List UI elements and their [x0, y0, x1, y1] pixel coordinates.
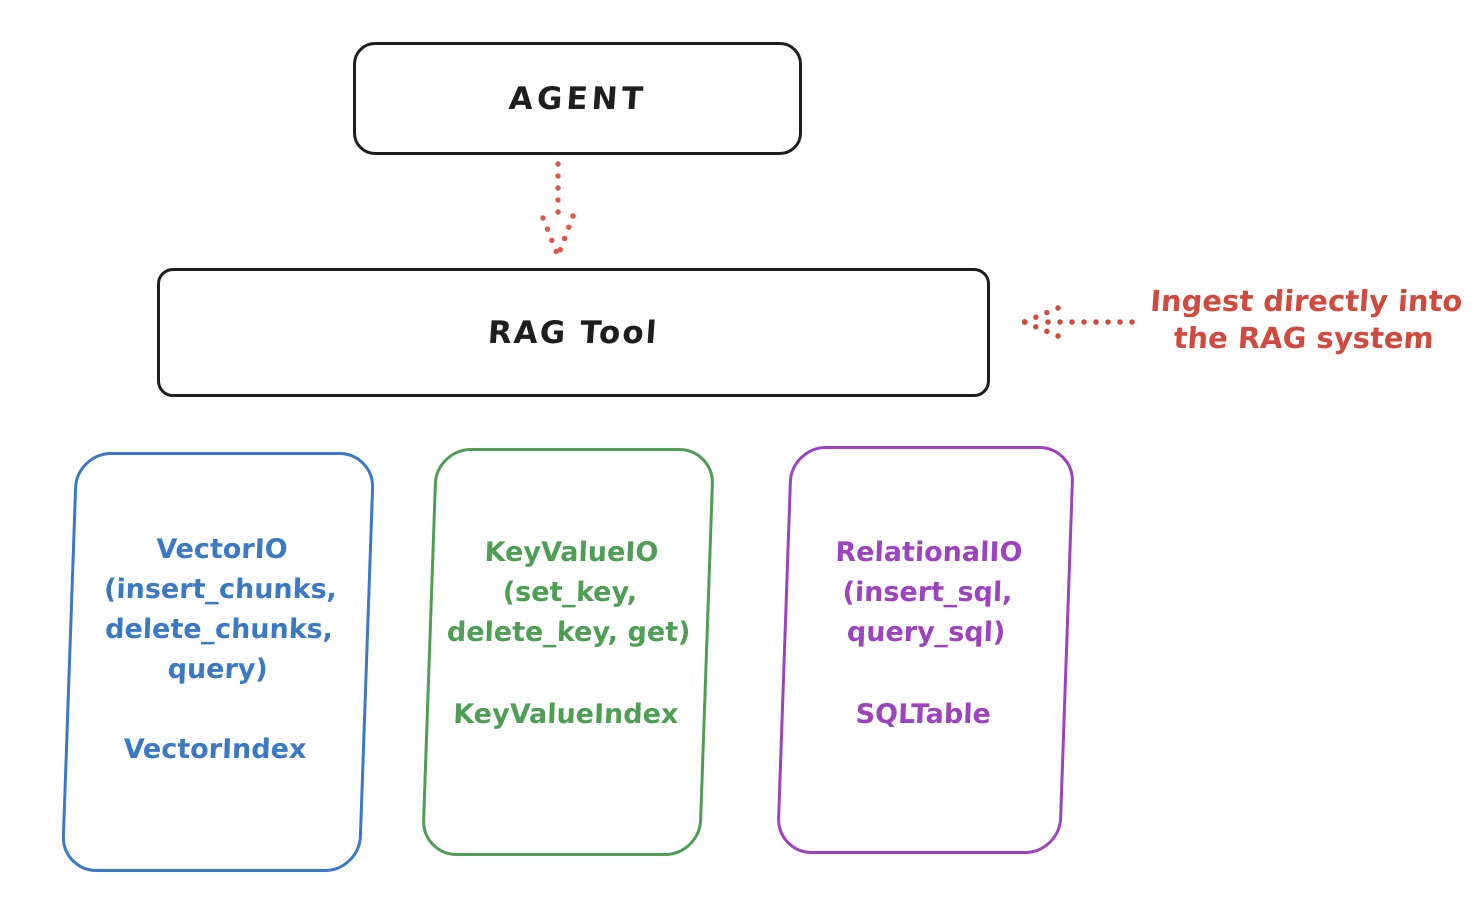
store-line: (insert_sql,	[842, 577, 1013, 608]
store-line: KeyValueIO	[484, 537, 659, 568]
store-line: query_sql)	[846, 617, 1006, 648]
vector-index-label: VectorIndex	[122, 734, 307, 765]
store-line: delete_key, get)	[446, 617, 691, 648]
store-line: VectorIO	[155, 534, 289, 565]
key-value-io-title: KeyValueIO (set_key, delete_key, get)	[431, 533, 709, 653]
rag-tool-label: RAG Tool	[487, 314, 660, 351]
relational-io-title: RelationalIO (insert_sql, query_sql)	[786, 533, 1069, 653]
dotted-arrow-left-icon	[1021, 305, 1135, 339]
relational-io-node: RelationalIO (insert_sql, query_sql) SQL…	[775, 446, 1076, 854]
vector-io-title: VectorIO (insert_chunks, delete_chunks, …	[70, 530, 370, 690]
rag-tool-node: RAG Tool	[157, 268, 990, 397]
store-line: (set_key,	[502, 577, 638, 608]
key-value-index-label: KeyValueIndex	[452, 699, 679, 730]
store-line: RelationalIO	[834, 537, 1023, 568]
dotted-arrow-down-icon	[540, 161, 576, 259]
vector-io-node: VectorIO (insert_chunks, delete_chunks, …	[60, 452, 376, 872]
store-line: query)	[167, 654, 269, 685]
agent-node: AGENT	[353, 42, 802, 155]
sql-table-label: SQLTable	[855, 699, 992, 730]
agent-label: AGENT	[507, 80, 648, 117]
ingest-annotation-line1: Ingest directly into	[1149, 284, 1464, 318]
key-value-io-node: KeyValueIO (set_key, delete_key, get) Ke…	[420, 448, 716, 856]
ingest-annotation-line2: the RAG system	[1172, 321, 1435, 355]
store-line: (insert_chunks,	[103, 574, 338, 605]
ingest-annotation: Ingest directly into the RAG system	[1132, 283, 1477, 357]
store-line: delete_chunks,	[104, 614, 334, 645]
